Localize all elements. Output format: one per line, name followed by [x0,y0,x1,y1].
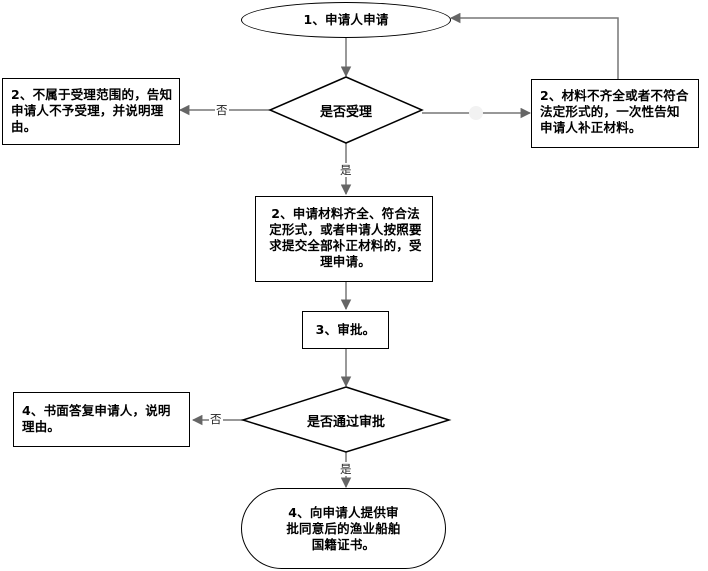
accept-application-label: 2、申请材料齐全、符合法定形式，或者申请人按照要求提交全部补正材料的，受理申请。 [269,206,422,269]
written-reply-node: 4、书面答复申请人，说明理由。 [13,392,190,447]
edge-label-accept-yes: 是 [339,163,353,177]
supplement-notice-label: 2、材料不齐全或者不符合法定形式的，一次性告知申请人补正材料。 [540,88,689,135]
edge-supplement-back [449,12,619,79]
start-node-label: 1、申请人申请 [303,12,389,27]
decision-approve-node: 是否通过审批 [266,407,426,433]
decision-accept-node: 是否受理 [276,97,416,123]
supplement-edge-dot [469,106,483,120]
decision-approve-label: 是否通过审批 [306,414,385,430]
reject-out-of-scope-label: 2、不属于受理范围的，告知申请人不予受理，并说明理由。 [11,87,173,134]
start-node: 1、申请人申请 [241,2,451,38]
accept-application-node: 2、申请材料齐全、符合法定形式，或者申请人按照要求提交全部补正材料的，受理申请。 [255,196,433,282]
decision-approve-shape [240,386,452,453]
edge-label-accept-no: 否 [215,103,229,117]
decision-accept-shape [268,76,424,144]
issue-certificate-node: 4、向申请人提供审批同意后的渔业船舶国籍证书。 [241,488,446,569]
edge-label-approve-yes: 是 [339,462,353,476]
decision-accept-label: 是否受理 [319,104,372,120]
supplement-notice-node: 2、材料不齐全或者不符合法定形式的，一次性告知申请人补正材料。 [531,79,699,148]
issue-certificate-label: 4、向申请人提供审批同意后的渔业船舶国籍证书。 [286,504,401,552]
reject-out-of-scope-node: 2、不属于受理范围的，告知申请人不予受理，并说明理由。 [2,78,180,145]
edge-label-approve-no: 否 [209,412,223,426]
written-reply-label: 4、书面答复申请人，说明理由。 [22,403,171,434]
approval-node: 3、审批。 [302,311,389,349]
approval-label: 3、审批。 [315,322,376,337]
